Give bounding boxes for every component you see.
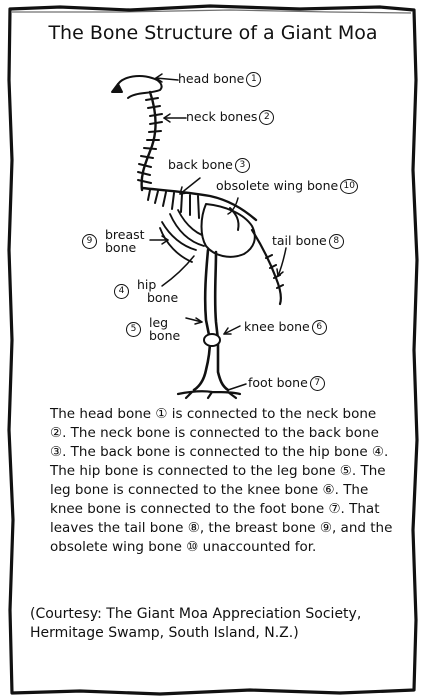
beak [111,83,123,93]
label-hip-bone: 4 hip bone [112,278,178,304]
leg-bones [192,248,230,392]
skull [117,75,163,99]
description-paragraph: The head bone ① is connected to the neck… [50,406,393,555]
page-title: The Bone Structure of a Giant Moa [48,22,378,44]
wing-bone [229,207,240,231]
foot-bones [176,390,242,400]
label-leg-bone: 5 leg bone [124,316,180,342]
label-arrows [149,73,287,391]
neck-vertebrae [137,90,163,192]
label-breast-bone: 9 breast bone [80,228,145,254]
credit-line: (Courtesy: The Giant Moa Appreciation So… [30,606,362,641]
pelvis [200,203,256,258]
